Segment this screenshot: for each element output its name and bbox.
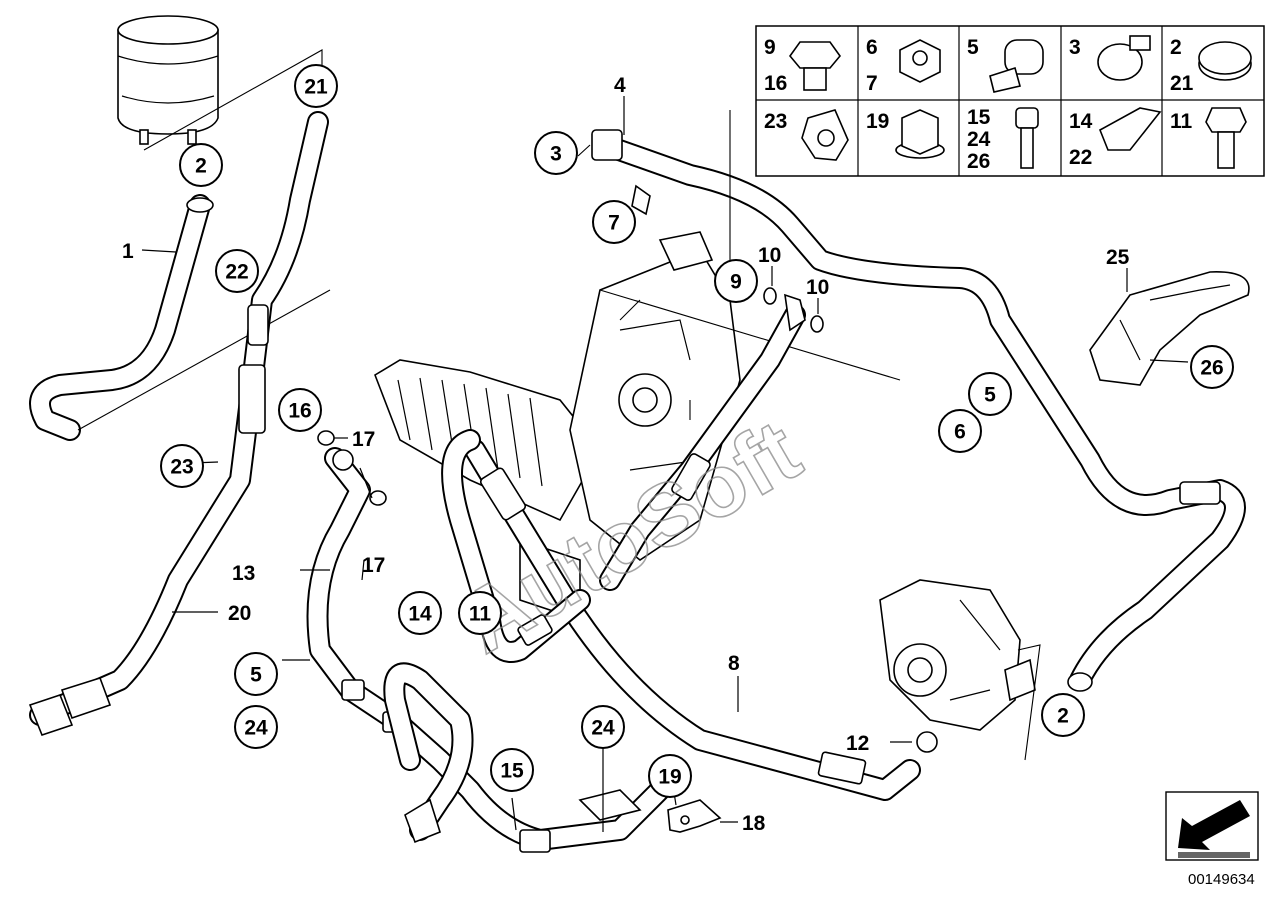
hose-13 xyxy=(306,447,671,853)
callout-14: 14 xyxy=(398,591,442,635)
callout-3: 3 xyxy=(534,131,578,175)
callout-9: 9 xyxy=(714,259,758,303)
nut-icon xyxy=(899,39,941,83)
table-number-21: 21 xyxy=(1170,72,1194,95)
pressure-line-9 xyxy=(599,293,806,591)
callout-6: 6 xyxy=(938,409,982,453)
label-18: 18 xyxy=(742,812,766,835)
callout-21: 21 xyxy=(294,64,338,108)
table-number-3: 3 xyxy=(1069,36,1081,59)
svg-text:9: 9 xyxy=(730,271,742,294)
hose-15 xyxy=(383,662,642,844)
hose-4-5 xyxy=(591,129,1246,692)
seal-rings xyxy=(317,287,938,753)
svg-text:15: 15 xyxy=(500,760,524,783)
table-number-2: 2 xyxy=(1170,36,1182,59)
table-number-23: 23 xyxy=(764,110,787,133)
hose-clamp-icon xyxy=(1097,35,1151,81)
callout-5: 5 xyxy=(968,372,1012,416)
svg-text:19: 19 xyxy=(658,766,681,789)
callout-15: 15 xyxy=(490,748,534,792)
return-line-11 xyxy=(441,429,591,663)
callout-24: 24 xyxy=(581,705,625,749)
power-steering-pump xyxy=(879,579,1036,731)
label-17: 17 xyxy=(352,428,375,451)
svg-text:22: 22 xyxy=(225,261,248,284)
heat-shield-25 xyxy=(1089,271,1250,386)
callout-23: 23 xyxy=(160,444,204,488)
label-10: 10 xyxy=(806,276,829,299)
svg-text:5: 5 xyxy=(250,664,262,687)
svg-text:6: 6 xyxy=(954,421,966,444)
callout-2: 2 xyxy=(179,143,223,187)
callout-5: 5 xyxy=(234,652,278,696)
table-number-7: 7 xyxy=(866,72,878,95)
svg-text:5: 5 xyxy=(984,384,996,407)
svg-text:26: 26 xyxy=(1200,357,1223,380)
flange-nut-icon xyxy=(895,109,945,159)
bracket-18 xyxy=(667,799,722,833)
table-number-16: 16 xyxy=(764,72,787,95)
hose-1 xyxy=(29,194,214,441)
svg-text:11: 11 xyxy=(469,603,492,626)
label-12: 12 xyxy=(846,732,869,755)
bolt-banjo-icon xyxy=(788,41,842,91)
label-20: 20 xyxy=(228,602,251,625)
table-number-6: 6 xyxy=(866,36,878,59)
label-4: 4 xyxy=(614,74,626,97)
callout-11: 11 xyxy=(458,591,502,635)
clip-icon xyxy=(989,39,1044,93)
svg-text:16: 16 xyxy=(288,400,311,423)
band-clamp-icon xyxy=(1198,41,1252,81)
callout-2: 2 xyxy=(1041,693,1085,737)
label-1: 1 xyxy=(122,240,134,263)
callout-22: 22 xyxy=(215,249,259,293)
svg-text:3: 3 xyxy=(550,143,562,166)
hex-bolt-icon xyxy=(1205,107,1247,169)
callout-24: 24 xyxy=(234,705,278,749)
reservoir xyxy=(117,15,219,145)
table-number-5: 5 xyxy=(967,36,979,59)
svg-text:24: 24 xyxy=(244,717,268,740)
callout-7: 7 xyxy=(592,200,636,244)
label-10: 10 xyxy=(758,244,781,267)
retaining-clip-icon xyxy=(1098,107,1162,151)
svg-text:2: 2 xyxy=(1057,705,1069,728)
connector-icon xyxy=(801,109,849,161)
svg-text:21: 21 xyxy=(304,76,328,99)
callout-19: 19 xyxy=(648,754,692,798)
label-8: 8 xyxy=(728,652,740,675)
label-17: 17 xyxy=(362,554,385,577)
table-number-19: 19 xyxy=(866,110,889,133)
callout-16: 16 xyxy=(278,388,322,432)
hose-20 xyxy=(28,111,329,736)
label-25: 25 xyxy=(1106,246,1130,269)
callout-26: 26 xyxy=(1190,345,1234,389)
table-number-14: 14 xyxy=(1069,110,1093,133)
table-number-26: 26 xyxy=(967,150,990,173)
svg-text:2: 2 xyxy=(195,155,207,178)
diagram-id: 00149634 xyxy=(1188,871,1255,888)
svg-text:23: 23 xyxy=(170,456,193,479)
screw-icon xyxy=(1015,107,1039,169)
label-13: 13 xyxy=(232,562,255,585)
table-number-24: 24 xyxy=(967,128,991,151)
table-number-15: 15 xyxy=(967,106,991,129)
orientation-arrow-box xyxy=(1165,791,1259,861)
svg-text:24: 24 xyxy=(591,717,615,740)
svg-text:14: 14 xyxy=(408,603,432,626)
table-number-11: 11 xyxy=(1170,110,1193,133)
parts-table xyxy=(755,25,1265,177)
table-number-22: 22 xyxy=(1069,146,1092,169)
table-number-9: 9 xyxy=(764,36,776,59)
svg-text:7: 7 xyxy=(608,212,620,235)
